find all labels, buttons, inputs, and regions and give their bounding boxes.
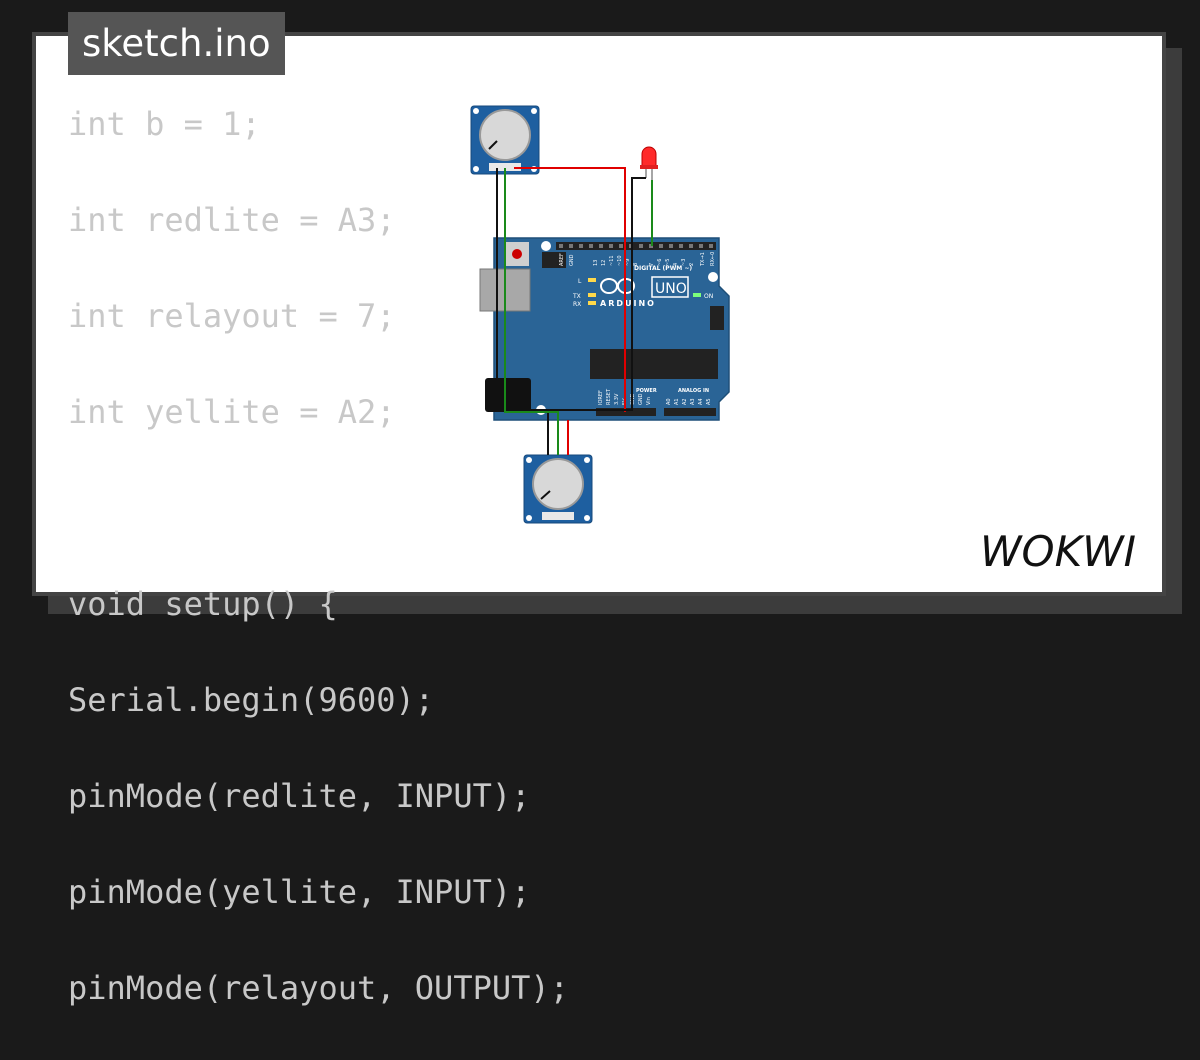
reset-button-cap [512,249,522,259]
code-line: int relayout = 7; [68,297,396,335]
code-line: int yellite = A2; [68,393,396,431]
board-logo-text: ARDUINO [600,299,656,308]
pin-label: GND [638,393,644,405]
pin-label: ~10 [617,255,623,266]
analog-header [664,408,716,416]
pin-label: 4 [673,263,679,266]
l-label: L [578,278,582,285]
pin-label: A2 [682,398,688,405]
pin-label: Vin [646,397,652,405]
pin-label: IOREF [598,390,604,405]
potentiometer-knob[interactable] [479,109,531,161]
pin-label: ~9 [625,259,631,266]
wire-red [514,167,626,412]
pin-label: ~5 [665,259,671,266]
pin-label: 2 [689,263,695,266]
pin-label: A5 [706,398,712,405]
power-jack [485,378,531,412]
digital-label: DIGITAL (PWM ~) [634,265,692,272]
mounting-hole [541,241,551,251]
pin-label: 8 [633,263,639,266]
rx-led [588,301,596,305]
wokwi-logo-text: WOKWI [980,528,1136,574]
potentiometer-top[interactable] [470,105,540,175]
on-led [693,293,701,297]
digital-header [556,242,716,250]
icsp-header-right [710,306,724,330]
atmega-chip [590,349,718,379]
potentiometer-knob[interactable] [532,458,584,510]
code-line: int b = 1; [68,105,261,143]
pin-label: 7 [649,263,655,266]
pin-label: RESET [606,388,612,405]
pin-label: ~6 [657,259,663,266]
board-model: UNO [655,281,687,297]
wire-black [548,177,646,411]
pin-label: RX←0 [710,252,716,266]
code-line: int redlite = A3; [68,201,396,239]
pin-label: ~11 [609,255,615,266]
icsp-header [542,252,566,268]
power-label: POWER [636,388,657,394]
circuit-diagram: ARDUINO UNO DIGITAL (PWM ~) POWER ANALOG… [470,105,730,524]
pin-label: A3 [690,398,696,405]
tx-label: TX [572,293,581,300]
red-led[interactable] [640,146,658,180]
pin-label: A0 [666,398,672,405]
pin-label: 3.3V [614,393,620,405]
sketch-filename-tab[interactable]: sketch.ino [68,12,285,75]
code-line: pinMode(yellite, INPUT); [68,873,531,911]
pin-label: TX→1 [700,252,706,267]
wire-black [496,168,549,455]
pin-label: ~3 [681,259,687,266]
arduino-uno-board[interactable]: ARDUINO UNO DIGITAL (PWM ~) POWER ANALOG… [479,237,730,421]
tx-led [588,293,596,297]
code-line: pinMode(redlite, INPUT); [68,777,531,815]
rx-label: RX [573,301,581,308]
pin-label: A1 [674,398,680,405]
potentiometer-bottom[interactable] [523,454,593,524]
code-line: Serial.begin(9600); [68,681,435,719]
pin-label: A4 [698,398,704,405]
wire-green [504,168,559,455]
code-line: pinMode(relayout, OUTPUT); [68,969,569,1007]
pin-label: AREF [559,253,565,266]
wires [496,167,653,455]
wokwi-logo: WOKWI [980,528,1136,574]
pin-label: GND [569,254,575,266]
l-led [588,278,596,282]
analog-label: ANALOG IN [678,388,709,394]
on-label: ON [704,293,713,300]
pin-label: 12 [601,260,607,266]
code-line: void setup() { [68,585,338,623]
mounting-hole [708,272,718,282]
pin-label: 13 [593,260,599,266]
